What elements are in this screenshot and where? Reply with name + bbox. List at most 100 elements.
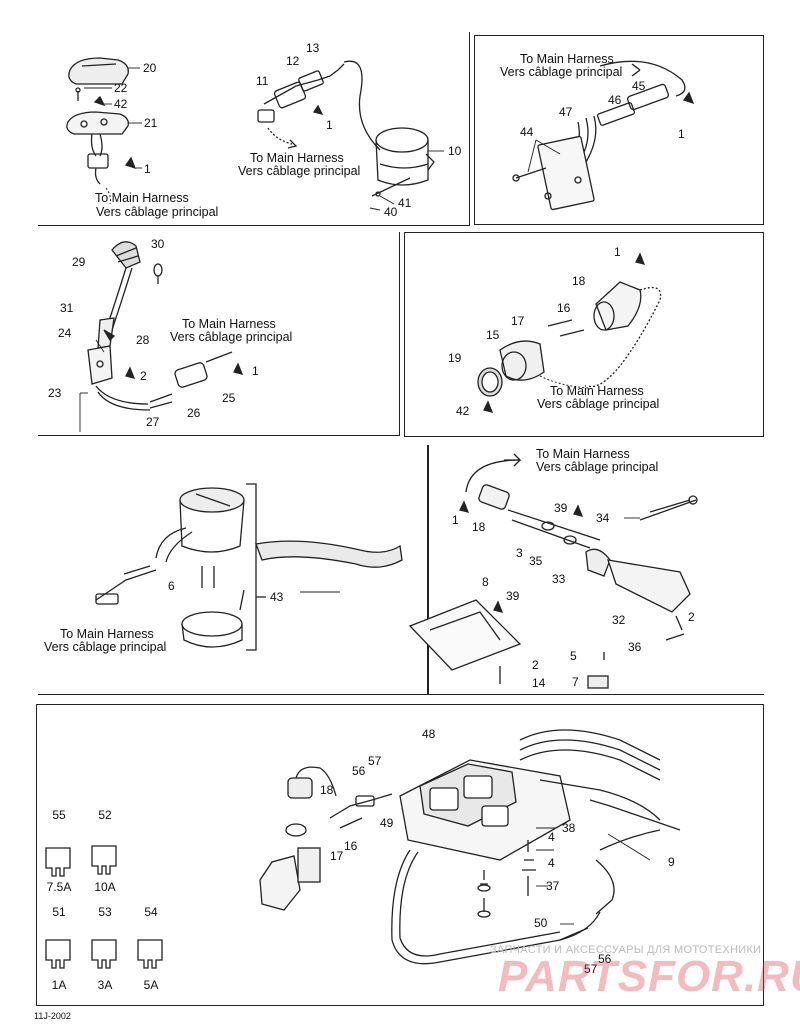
callout-1: 1 (252, 364, 259, 378)
harness-label-fr: Vers câblage principal (170, 330, 293, 344)
panel-gauge-socket (404, 232, 764, 437)
panel-throttle-switch (428, 445, 764, 695)
fuse-number: 55 (52, 808, 66, 822)
callout-24: 24 (58, 326, 72, 340)
callout-19: 19 (448, 351, 462, 365)
callout-37: 37 (546, 879, 560, 893)
harness-label-fr: Vers câblage principal (536, 460, 659, 474)
watermark-tagline: ЗАПЧАСТИ И АКСЕССУАРЫ ДЛЯ МОТОТЕХНИКИ (490, 944, 762, 956)
callout-2: 2 (140, 369, 147, 383)
callout-48: 48 (422, 727, 436, 741)
harness-label-fr: Vers câblage principal (500, 65, 623, 79)
callout-26: 26 (187, 406, 201, 420)
panel-fuse-box (36, 704, 764, 1006)
callout-36: 36 (628, 640, 642, 654)
callout-13: 13 (306, 41, 320, 55)
callout-40: 40 (384, 205, 398, 219)
harness-label-en: To Main Harness (182, 317, 276, 331)
callout-4: 4 (548, 856, 555, 870)
harness-label-en: To Main Harness (536, 447, 630, 461)
callout-23: 23 (48, 386, 62, 400)
callout-57: 57 (368, 754, 382, 768)
callout-14: 14 (532, 676, 546, 690)
callout-2: 2 (532, 658, 539, 672)
callout-39: 39 (506, 589, 520, 603)
callout-3: 3 (516, 546, 523, 560)
callout-41: 41 (398, 196, 412, 210)
callout-20: 20 (143, 61, 157, 75)
callout-16: 16 (344, 839, 358, 853)
callout-49: 49 (380, 816, 394, 830)
callout-5: 5 (570, 649, 577, 663)
callout-18: 18 (572, 274, 586, 288)
callout-7: 7 (572, 675, 579, 689)
callout-42: 42 (456, 404, 470, 418)
callout-12: 12 (286, 54, 300, 68)
panel-relay-group (474, 35, 764, 225)
callout-17: 17 (511, 314, 525, 328)
callout-1: 1 (144, 162, 151, 176)
callout-32: 32 (612, 613, 626, 627)
callout-45: 45 (632, 79, 646, 93)
callout-28: 28 (136, 333, 150, 347)
harness-label-fr: Vers câblage principal (537, 397, 660, 411)
callout-33: 33 (552, 572, 566, 586)
callout-18: 18 (320, 783, 334, 797)
callout-10: 10 (448, 144, 462, 158)
callout-2: 2 (688, 610, 695, 624)
figure-code: 11J-2002 (34, 1011, 71, 1021)
watermark-brand: PARTSFOR.RU (498, 952, 800, 1001)
callout-1: 1 (614, 245, 621, 259)
fuse-rating: 1A (51, 978, 67, 992)
callout-42: 42 (114, 97, 128, 111)
harness-label-fr: Vers câblage principal (96, 205, 219, 219)
callout-34: 34 (596, 511, 610, 525)
callout-21: 21 (144, 116, 158, 130)
callout-25: 25 (222, 391, 236, 405)
fuse-rating: 7.5A (46, 880, 72, 894)
callout-29: 29 (72, 255, 86, 269)
fuse-rating: 3A (97, 978, 113, 992)
callout-43: 43 (270, 590, 284, 604)
panel-gauge (38, 445, 428, 695)
harness-label-en: To Main Harness (520, 52, 614, 66)
callout-46: 46 (608, 93, 622, 107)
callout-1: 1 (678, 127, 685, 141)
fuse-number: 52 (98, 808, 112, 822)
callout-4: 4 (548, 830, 555, 844)
panel-tail-light (38, 32, 470, 226)
fuse-number: 51 (52, 905, 66, 919)
harness-label-fr: Vers câblage principal (44, 640, 167, 654)
callout-27: 27 (146, 415, 160, 429)
harness-label-en: To Main Harness (60, 627, 154, 641)
callout-18: 18 (472, 520, 486, 534)
callout-17: 17 (330, 849, 344, 863)
callout-1: 1 (452, 513, 459, 527)
fuse-rating: 10A (94, 880, 116, 894)
harness-label-en: To Main Harness (550, 384, 644, 398)
callout-47: 47 (559, 105, 573, 119)
callout-11: 11 (256, 74, 269, 88)
callout-9: 9 (668, 855, 675, 869)
callout-57: 57 (584, 962, 598, 976)
callout-56: 56 (352, 764, 366, 778)
callout-6: 6 (168, 579, 175, 593)
callout-35: 35 (529, 554, 543, 568)
callout-39: 39 (554, 501, 568, 515)
callout-50: 50 (534, 916, 548, 930)
callout-44: 44 (520, 125, 534, 139)
callout-1: 1 (326, 118, 333, 132)
callout-22: 22 (114, 81, 128, 95)
harness-label-en: To Main Harness (95, 191, 189, 205)
callout-56: 56 (598, 952, 612, 966)
callout-16: 16 (557, 301, 571, 315)
panel-shifter (38, 232, 400, 436)
harness-label-fr: Vers câblage principal (238, 164, 361, 178)
harness-label-en: To Main Harness (250, 151, 344, 165)
callout-31: 31 (60, 301, 74, 315)
callout-8: 8 (482, 575, 489, 589)
callout-30: 30 (151, 237, 165, 251)
fuse-rating: 5A (143, 978, 159, 992)
callout-15: 15 (486, 328, 500, 342)
